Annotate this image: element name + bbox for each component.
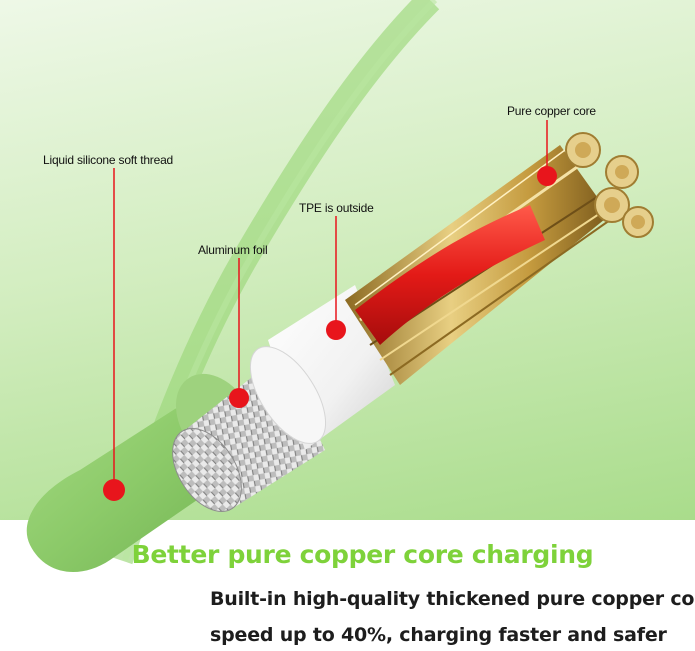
label-aluminum-foil: Aluminum foil [198,243,268,257]
description-line-2: speed up to 40%, charging faster and saf… [210,624,667,646]
marker-dot-silicone [103,479,125,501]
description-line-1: Built-in high-quality thickened pure cop… [210,588,695,610]
marker-dot-copper [537,166,557,186]
label-tpe: TPE is outside [299,201,374,215]
headline: Better pure copper core charging [131,540,594,569]
label-copper-core: Pure copper core [507,104,596,118]
text-panel [0,520,695,651]
marker-dot-aluminum [229,388,249,408]
label-liquid-silicone: Liquid silicone soft thread [43,153,174,167]
marker-dot-tpe [326,320,346,340]
copper-core-bundle [345,132,654,385]
